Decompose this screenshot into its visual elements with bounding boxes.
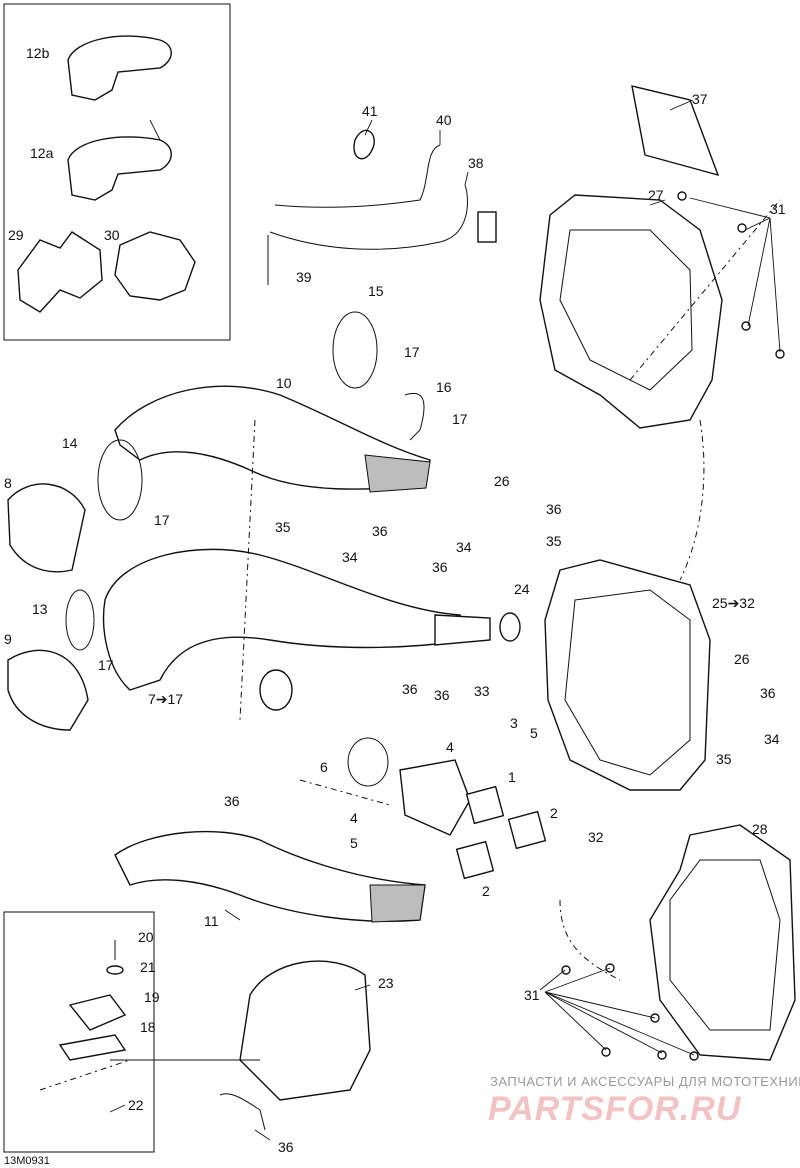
label-31-bottom: 31 — [524, 987, 540, 1003]
label-36-f: 36 — [760, 685, 776, 701]
label-12a: 12a — [30, 145, 54, 161]
watermark-tagline: ЗАПЧАСТИ И АКСЕССУАРЫ ДЛЯ МОТОТЕХНИКИ — [490, 1074, 800, 1089]
label-26-a: 26 — [494, 473, 510, 489]
label-36-d: 36 — [402, 681, 418, 697]
tuned-pipe — [102, 548, 521, 691]
label-37: 37 — [692, 91, 708, 107]
label-34-b: 34 — [456, 539, 472, 555]
label-21: 21 — [140, 959, 156, 975]
label-6: 6 — [320, 759, 328, 775]
label-13: 13 — [32, 601, 48, 617]
label-15: 15 — [368, 283, 384, 299]
label-32: 32 — [588, 829, 604, 845]
label-17-b: 17 — [452, 411, 468, 427]
label-2-b: 2 — [482, 883, 490, 899]
label-35-c: 35 — [716, 751, 732, 767]
part-number-labels: 12b 12a 29 30 41 40 38 39 37 27 31 15 17… — [4, 45, 786, 1155]
label-14: 14 — [62, 435, 78, 451]
label-2-a: 2 — [550, 805, 558, 821]
label-36-a: 36 — [372, 523, 388, 539]
label-41: 41 — [362, 103, 378, 119]
label-40: 40 — [436, 112, 452, 128]
label-28: 28 — [752, 821, 768, 837]
label-26-b: 26 — [734, 651, 750, 667]
label-29: 29 — [8, 227, 24, 243]
label-1: 1 — [508, 769, 516, 785]
elbows-left — [7, 483, 95, 731]
label-36-e: 36 — [434, 687, 450, 703]
label-5-b: 5 — [350, 835, 358, 851]
label-35-b: 35 — [546, 533, 562, 549]
label-33: 33 — [474, 683, 490, 699]
mount-inset — [3, 911, 155, 1153]
heat-shield-inset — [3, 3, 231, 341]
label-11: 11 — [204, 913, 219, 929]
label-4-a: 4 — [446, 739, 454, 755]
clamp-rings-upper — [97, 311, 425, 521]
heat-shield — [219, 960, 371, 1131]
label-31-top: 31 — [770, 201, 786, 217]
label-10: 10 — [276, 375, 292, 391]
label-20: 20 — [138, 929, 154, 945]
label-36-c: 36 — [432, 559, 448, 575]
label-24: 24 — [514, 581, 530, 597]
label-17-a: 17 — [404, 344, 420, 360]
label-18: 18 — [140, 1019, 156, 1035]
label-5-a: 5 — [530, 725, 538, 741]
diagram-code: 13M0931 — [4, 1155, 50, 1167]
label-22: 22 — [128, 1097, 144, 1113]
label-39: 39 — [296, 269, 312, 285]
label-27: 27 — [648, 187, 664, 203]
label-17-d: 17 — [98, 657, 114, 673]
watermark-logo: PARTSFOR.RU — [488, 1090, 742, 1128]
label-7-17: 7➔17 — [148, 691, 183, 707]
label-17-c: 17 — [154, 512, 170, 528]
label-35-a: 35 — [275, 519, 291, 535]
exhaust-flanges — [259, 669, 547, 880]
label-36-g: 36 — [224, 793, 240, 809]
muffler-body — [544, 559, 711, 791]
label-34-c: 34 — [764, 731, 780, 747]
label-30: 30 — [104, 227, 120, 243]
label-19: 19 — [144, 989, 160, 1005]
label-16: 16 — [436, 379, 452, 395]
label-23: 23 — [378, 975, 394, 991]
muffler-cover-top — [539, 85, 723, 429]
lower-pipe — [114, 830, 426, 923]
assembly-guides — [110, 199, 781, 1061]
label-38: 38 — [468, 155, 484, 171]
label-12b: 12b — [26, 45, 50, 61]
label-8: 8 — [4, 475, 12, 491]
expansion-chamber-upper — [114, 385, 431, 493]
label-25-32: 25➔32 — [712, 595, 755, 611]
label-4-b: 4 — [350, 810, 358, 826]
leader-lines — [109, 99, 781, 1141]
label-36-b: 36 — [546, 501, 562, 517]
hose-assembly — [267, 129, 497, 285]
muffler-cover-bottom — [649, 824, 796, 1061]
label-9: 9 — [4, 631, 12, 647]
label-34-a: 34 — [342, 549, 358, 565]
label-36-h: 36 — [278, 1139, 294, 1155]
label-3: 3 — [510, 715, 518, 731]
